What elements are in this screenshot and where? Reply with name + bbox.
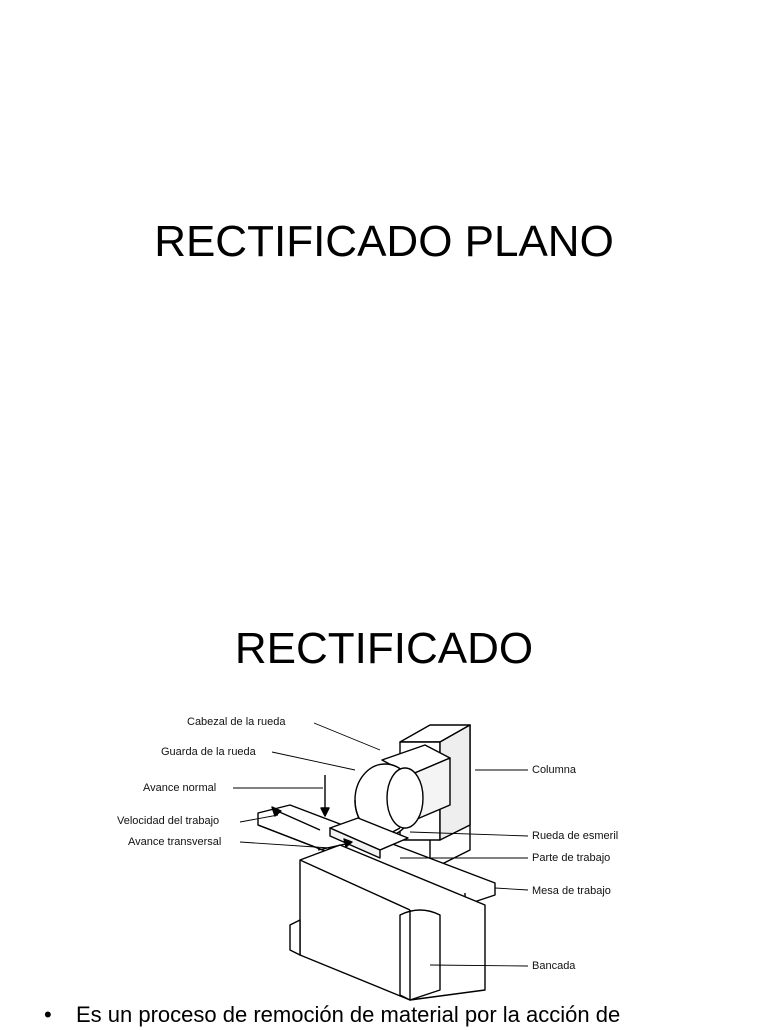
label-avance-normal: Avance normal (143, 782, 217, 794)
bullet-item: • Es un proceso de remoción de material p… (44, 1000, 764, 1030)
label-rueda-de-esmeril: Rueda de esmeril (532, 830, 619, 842)
surface-grinder-diagram: Cabezal de la rueda Guarda de la rueda A… (0, 700, 768, 1010)
label-avance-transversal: Avance transversal (128, 836, 222, 848)
label-guarda-de-la-rueda: Guarda de la rueda (161, 746, 256, 758)
label-velocidad-del-trabajo: Velocidad del trabajo (117, 815, 220, 827)
slide-title-rectificado: RECTIFICADO (234, 624, 534, 673)
slide-title-rectificado-plano: RECTIFICADO PLANO (154, 217, 614, 266)
bullet-text: Es un proceso de remoción de material po… (76, 1002, 621, 1027)
bullet-symbol: • (44, 1002, 52, 1027)
label-columna: Columna (532, 764, 577, 776)
surface-grinder-drawing (233, 722, 529, 1001)
label-cabezal-de-la-rueda: Cabezal de la rueda (187, 716, 286, 728)
label-mesa-de-trabajo: Mesa de trabajo (532, 885, 611, 897)
label-bancada: Bancada (532, 960, 576, 972)
label-parte-de-trabajo: Parte de trabajo (532, 852, 611, 864)
